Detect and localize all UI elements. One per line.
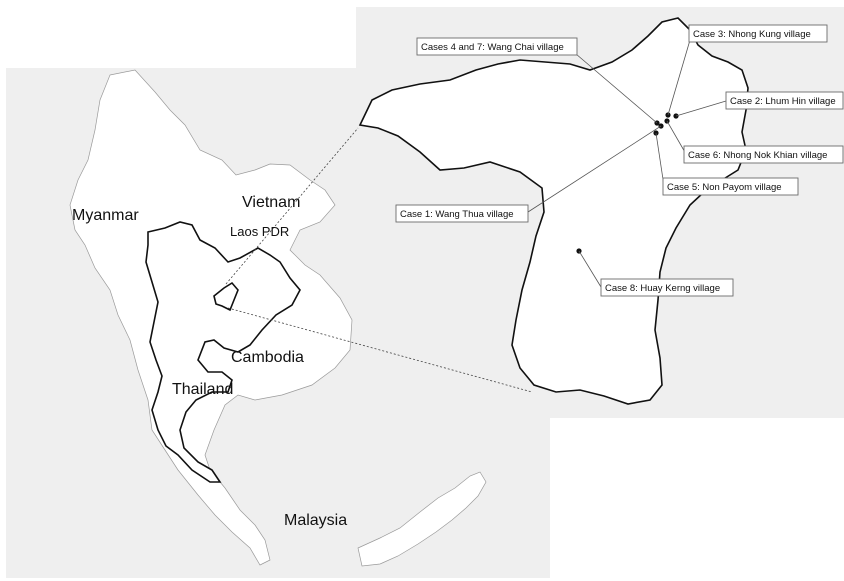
label-malaysia: Malaysia	[284, 512, 347, 529]
case-label-cases-4-7: Cases 4 and 7: Wang Chai village	[416, 37, 578, 56]
leader-cases-4-7	[575, 53, 658, 124]
leader-case-6	[666, 120, 687, 155]
label-vietnam: Vietnam	[242, 194, 300, 211]
leader-case-1	[527, 125, 662, 213]
svg-text:Case 2: Lhum Hin village: Case 2: Lhum Hin village	[730, 96, 836, 107]
district-outline	[358, 17, 749, 405]
label-laos: Laos PDR	[230, 224, 289, 239]
borneo-landmass	[357, 471, 487, 567]
label-thailand: Thailand	[172, 381, 233, 398]
leader-case-3	[667, 39, 691, 116]
case-label-case-1: Case 1: Wang Thua village	[395, 204, 529, 223]
leader-case-5	[655, 132, 665, 187]
svg-text:Case 5: Non Payom village: Case 5: Non Payom village	[667, 182, 782, 193]
svg-text:Case 1: Wang Thua village: Case 1: Wang Thua village	[400, 209, 514, 220]
label-cambodia: Cambodia	[231, 349, 304, 366]
case-label-case-3: Case 3: Nhong Kung village	[688, 24, 828, 43]
svg-text:Cases 4 and 7: Wang Chai villa: Cases 4 and 7: Wang Chai village	[421, 42, 564, 53]
case-label-case-6: Case 6: Nhong Nok Khian village	[683, 145, 844, 164]
callout-line-bottom	[227, 307, 533, 393]
svg-text:Case 3: Nhong Kung village: Case 3: Nhong Kung village	[693, 29, 811, 40]
leader-case-2	[675, 100, 727, 117]
svg-text:Case 8: Huay Kerng village: Case 8: Huay Kerng village	[605, 283, 720, 294]
svg-text:Case 6: Nhong Nok Khian villag: Case 6: Nhong Nok Khian village	[688, 150, 827, 161]
case-label-case-2: Case 2: Lhum Hin village	[725, 91, 844, 110]
thailand-outline	[145, 221, 301, 483]
case-label-case-5: Case 5: Non Payom village	[662, 177, 799, 196]
leader-case-8	[578, 250, 602, 288]
case-label-case-8: Case 8: Huay Kerng village	[600, 278, 734, 297]
label-myanmar: Myanmar	[72, 207, 139, 224]
study-district-marker	[213, 281, 239, 312]
